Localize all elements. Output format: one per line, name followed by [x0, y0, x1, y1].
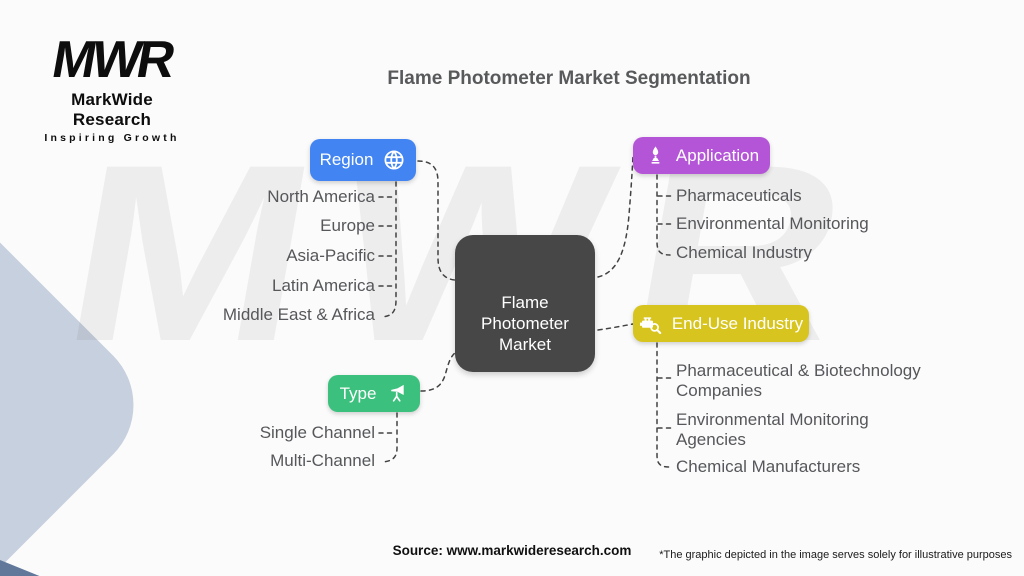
- connector-region-to-node: [417, 160, 456, 281]
- segment-item-environmental-monitoring: Environmental Monitoring: [676, 214, 869, 233]
- disclaimer-text: *The graphic depicted in the image serve…: [659, 549, 1012, 561]
- connector-region-items: [381, 181, 397, 318]
- connector-enduse-items: [656, 342, 671, 468]
- source-text: Source: www.markwideresearch.com: [392, 543, 632, 558]
- globe-icon: [384, 150, 404, 170]
- logo-tagline: Inspiring Growth: [44, 132, 180, 144]
- segment-item-pharma-biotech-companies: Pharmaceutical & Biotechnology Companies: [676, 361, 921, 400]
- center-node: Flame Photometer Market: [455, 235, 595, 372]
- center-node-label: Flame Photometer Market: [481, 293, 569, 354]
- branch-pill-region: Region: [310, 139, 416, 181]
- branch-label-region: Region: [319, 150, 374, 169]
- segment-item-north-america: North America: [267, 187, 375, 206]
- connector-node-to-enduse: [597, 323, 634, 331]
- branch-pill-application: Application: [633, 137, 770, 174]
- segment-item-env-monitoring-agencies: Environmental Monitoring Agencies: [676, 410, 869, 449]
- connector-node-to-application: [597, 155, 634, 278]
- logo-monogram: MWR: [47, 31, 177, 89]
- segment-item-middle-east-africa: Middle East & Africa: [222, 305, 375, 324]
- branch-label-type: Type: [339, 383, 377, 403]
- engine-magnifier-icon: [639, 316, 662, 334]
- segment-item-single-channel: Single Channel: [259, 423, 375, 442]
- page-title: Flame Photometer Market Segmentation: [387, 68, 751, 89]
- segment-item-pharmaceuticals: Pharmaceuticals: [676, 186, 802, 205]
- brand-logo: MWR MarkWide Research Inspiring Growth: [34, 31, 190, 144]
- branch-label-application: Application: [675, 145, 760, 165]
- segment-item-europe: Europe: [320, 216, 375, 235]
- branch-pill-end-use: End-Use Industry: [633, 305, 809, 342]
- segment-item-chemical-manufacturers: Chemical Manufacturers: [676, 457, 861, 476]
- branch-pill-type: Type: [328, 375, 420, 412]
- connector-type-to-node: [420, 351, 457, 392]
- branch-label-end-use: End-Use Industry: [671, 313, 804, 333]
- segment-item-chemical-industry: Chemical Industry: [676, 243, 813, 262]
- segment-item-latin-america: Latin America: [272, 276, 375, 295]
- connector-application-items: [656, 174, 671, 256]
- segment-item-asia-pacific: Asia-Pacific: [286, 246, 375, 265]
- connector-type-items: [382, 412, 398, 463]
- segment-item-multi-channel: Multi-Channel: [270, 451, 375, 470]
- logo-name: MarkWide Research: [71, 90, 153, 129]
- burner-icon: [651, 146, 660, 164]
- megaphone-icon: [391, 384, 405, 402]
